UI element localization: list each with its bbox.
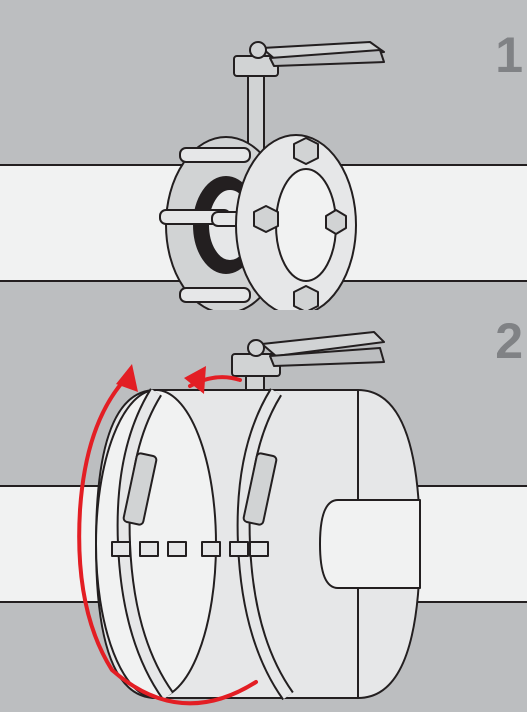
flange-stud [179, 147, 251, 163]
flange-stud [179, 287, 251, 303]
step-2-illustration [0, 331, 527, 706]
step-number-2: 2 [495, 313, 523, 369]
hex-bolt [253, 205, 279, 233]
step-1-panel: 1 [0, 0, 527, 310]
step-number-1: 1 [495, 27, 523, 83]
handle-bolt [249, 41, 267, 59]
clamp-buckle [122, 452, 158, 526]
hex-bolt [293, 137, 319, 165]
hex-bolt [325, 209, 347, 235]
valve-handle [261, 331, 385, 357]
step-1-illustration [0, 41, 527, 310]
hex-bolt [293, 285, 319, 310]
clamp-buckle [242, 452, 278, 526]
slot-row [111, 541, 269, 557]
handle-bolt [247, 339, 265, 357]
step-2-panel: 2 [0, 310, 527, 712]
